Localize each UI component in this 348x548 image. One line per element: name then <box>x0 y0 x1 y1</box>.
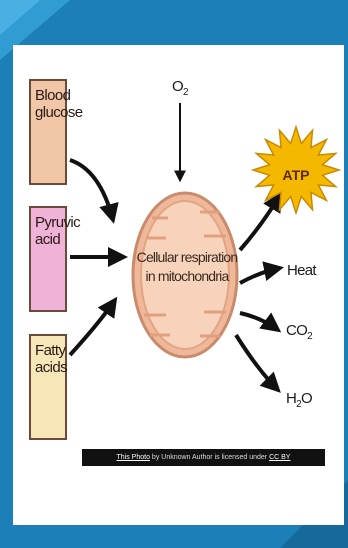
pyruvic-acid-box: Pyruvic acid <box>29 206 67 312</box>
fatty-acids-box: Fatty acids <box>29 334 67 440</box>
h2o-label: H2O <box>286 390 312 410</box>
blood-glucose-box: Blood glucose <box>29 79 67 185</box>
atp-label: ATP <box>283 167 310 183</box>
attribution-text: by Unknown Author is licensed under <box>150 454 269 461</box>
photo-link[interactable]: This Photo <box>117 454 150 461</box>
h2o-arrow <box>236 335 278 390</box>
heat-arrow <box>240 268 280 283</box>
glucose-arrow <box>70 160 113 220</box>
process-line-1: Cellular respiration <box>132 248 242 267</box>
fatty-arrow <box>70 300 115 355</box>
process-label: Cellular respiration in mitochondria <box>132 248 242 286</box>
atp-arrow <box>240 195 280 250</box>
attribution-bar: This Photo by Unknown Author is licensed… <box>82 449 325 466</box>
fatty-acids-label: Fatty acids <box>35 342 67 376</box>
license-link[interactable]: CC BY <box>269 454 290 461</box>
oxygen-label: O2 <box>172 78 188 98</box>
process-line-2: in mitochondria <box>132 267 242 286</box>
co2-label: CO2 <box>286 322 312 342</box>
heat-label: Heat <box>287 262 316 279</box>
co2-arrow <box>240 313 278 330</box>
